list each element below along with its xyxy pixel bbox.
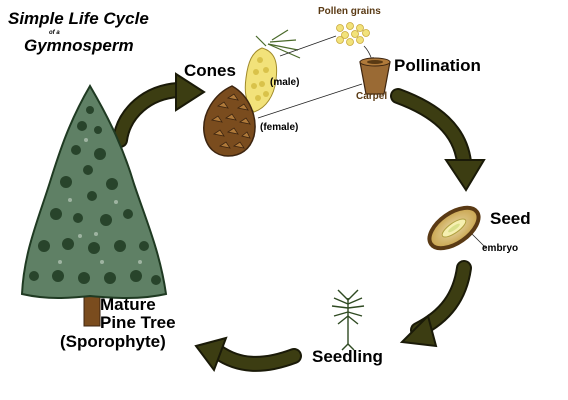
cycle-arrow-seedling-to-tree <box>194 336 302 373</box>
cycle-arrow-pollination-to-seed <box>390 88 486 192</box>
diagram-title-line2: Gymnosperm <box>24 36 134 55</box>
label-carpel: Carpel <box>356 91 388 102</box>
female-cone-illustration <box>203 85 256 157</box>
seed-illustration <box>427 205 481 251</box>
pollen-grains-illustration <box>336 22 370 46</box>
pine-tree-illustration <box>20 84 168 327</box>
diagram-title-of-a: of a <box>49 30 60 36</box>
label-pollen-grains: Pollen grains <box>318 6 381 17</box>
cycle-arrow-tree-to-cones <box>112 72 206 148</box>
stage-label-mature-line3: (Sporophyte) <box>60 332 166 351</box>
diagram-title-line1: Simple Life Cycle <box>8 9 149 28</box>
stage-label-pollination: Pollination <box>394 56 481 75</box>
stage-label-cones: Cones <box>184 61 236 80</box>
stage-label-mature-line1: Mature <box>100 295 156 314</box>
carpel-illustration <box>359 57 391 95</box>
label-male: (male) <box>270 77 300 88</box>
stage-label-mature-line2: Pine Tree <box>100 313 176 332</box>
seedling-illustration <box>331 289 365 351</box>
stage-label-seed: Seed <box>490 209 531 228</box>
label-embryo: embryo <box>482 243 519 254</box>
stage-label-seedling: Seedling <box>312 347 383 366</box>
cycle-arrow-seed-to-seedling <box>399 260 472 348</box>
label-female: (female) <box>260 122 299 133</box>
male-cone-illustration <box>244 29 301 113</box>
